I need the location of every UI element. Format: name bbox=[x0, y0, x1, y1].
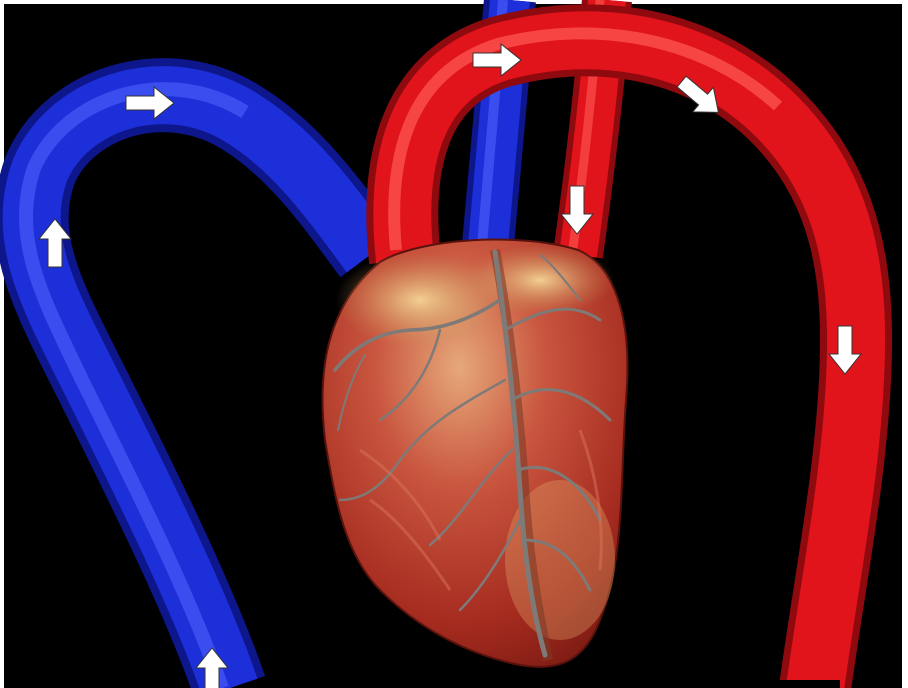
bottom-fade bbox=[760, 680, 840, 688]
